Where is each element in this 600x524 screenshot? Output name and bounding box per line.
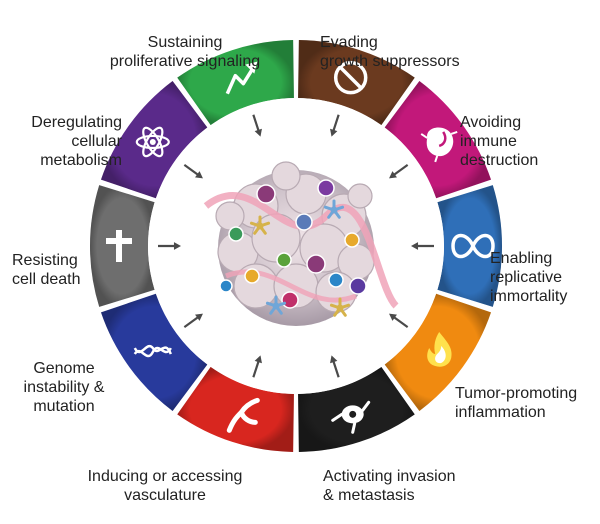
infinity-icon: [451, 233, 495, 259]
atom-icon: [135, 126, 170, 158]
segment-shade-sustaining: [177, 40, 294, 126]
hallmarks-wheel: [90, 40, 503, 452]
immune-cell: [328, 272, 344, 288]
flame-icon: [427, 332, 452, 367]
immune-cell: [306, 254, 326, 274]
stromal-cell: [323, 199, 345, 219]
arrowhead-genome: [195, 313, 203, 321]
immune-cell: [219, 279, 233, 293]
segment-shade-immortality: [437, 185, 503, 307]
arrowhead-immune: [389, 171, 397, 179]
stromal-cell: [249, 215, 271, 235]
immune-cell: [344, 232, 360, 248]
immune-cell: [281, 291, 299, 309]
immune-cell: [244, 268, 260, 284]
arrowhead-invasion: [330, 355, 338, 364]
immune-cell: [295, 213, 313, 231]
tumor-cell: [215, 201, 245, 231]
dna-strand-icon: [133, 344, 172, 358]
stromal-cell: [329, 297, 351, 317]
immune-cell: [276, 252, 292, 268]
arrowhead-inflammation: [389, 313, 397, 321]
tumor-cell: [347, 183, 373, 209]
branching-vessel-icon: [226, 397, 260, 433]
metastasis-cell-icon: [331, 400, 371, 434]
segment-shade-celldeath: [90, 185, 155, 307]
arrowhead-evading: [330, 128, 338, 137]
segment-shade-genome: [100, 293, 208, 411]
arrowhead-metabolism: [195, 171, 203, 179]
immune-cell: [256, 184, 276, 204]
tumor-illustration: [203, 161, 399, 326]
arrowhead-immortality: [411, 242, 419, 250]
label-invasion: Activating invasion& metastasis: [323, 468, 456, 504]
arrowhead-celldeath: [173, 242, 181, 250]
segment-shade-vasculature: [177, 366, 294, 452]
arrow-up-right-icon: [225, 61, 258, 95]
immune-cell: [349, 277, 367, 295]
cross-icon: [106, 230, 132, 262]
immune-cell-icon: [420, 127, 458, 163]
stromal-cell: [265, 295, 287, 315]
immune-cell: [228, 226, 244, 242]
arrowhead-vasculature: [254, 355, 262, 364]
arrowhead-sustaining: [254, 128, 262, 137]
immune-cell: [317, 179, 335, 197]
no-entry-icon: [333, 60, 368, 95]
blood-vessel: [203, 192, 399, 309]
tumor-cell: [271, 161, 301, 191]
